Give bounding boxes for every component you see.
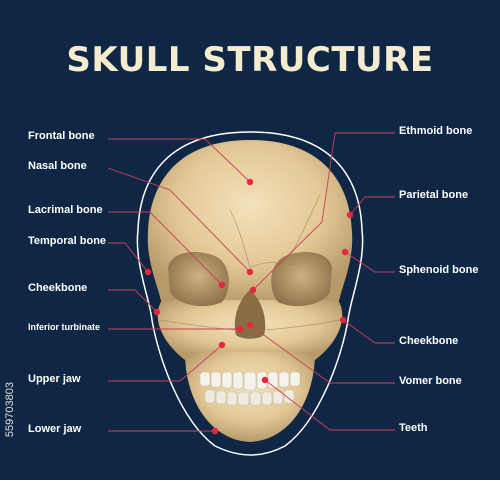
leader-teeth bbox=[264, 379, 395, 431]
leader-nasal bbox=[107, 167, 251, 273]
teeth-lower bbox=[204, 389, 295, 406]
leader-frontal bbox=[108, 138, 251, 183]
bottom-bar bbox=[0, 480, 500, 500]
marker-nasal bbox=[246, 268, 254, 276]
marker-frontal bbox=[246, 178, 254, 186]
label-inferior-turbinate: Inferior turbinate bbox=[28, 322, 101, 332]
watermark-id: 559703803 bbox=[4, 382, 16, 438]
marker-temporal bbox=[144, 268, 152, 276]
marker-cheekbone-right bbox=[339, 316, 347, 324]
marker-cheekbone-left bbox=[153, 308, 161, 316]
leader-temporal bbox=[108, 242, 149, 273]
marker-teeth bbox=[261, 376, 269, 384]
marker-ethmoid bbox=[249, 286, 257, 294]
leader-upper-jaw bbox=[108, 344, 223, 382]
teeth-upper bbox=[199, 371, 301, 391]
label-nasal-bone: Nasal bone bbox=[28, 160, 87, 172]
leader-cheekbone-right bbox=[342, 319, 395, 344]
label-cheekbone-left: Cheekbone bbox=[28, 282, 88, 294]
label-teeth: Teeth bbox=[399, 422, 428, 434]
label-temporal-bone: Temporal bone bbox=[28, 235, 107, 247]
label-sphenoid-bone: Sphenoid bone bbox=[399, 264, 479, 276]
leader-lacrimal bbox=[108, 211, 223, 286]
marker-lower-jaw bbox=[211, 427, 219, 435]
label-upper-jaw: Upper jaw bbox=[28, 373, 81, 385]
label-ethmoid-bone: Ethmoid bone bbox=[399, 125, 473, 137]
leader-parietal bbox=[349, 196, 395, 216]
label-cheekbone-right: Cheekbone bbox=[399, 335, 459, 347]
marker-upper-jaw bbox=[218, 341, 226, 349]
leader-cheekbone-left bbox=[108, 289, 158, 313]
marker-inferior-turbinate bbox=[236, 325, 244, 333]
leader-lines bbox=[107, 132, 395, 432]
label-lower-jaw: Lower jaw bbox=[28, 423, 82, 435]
label-frontal-bone: Frontal bone bbox=[28, 130, 95, 142]
eye-socket-left bbox=[168, 252, 229, 307]
leader-vomer bbox=[249, 324, 395, 384]
leader-ethmoid bbox=[252, 132, 395, 291]
marker-lacrimal bbox=[218, 281, 226, 289]
label-lacrimal-bone: Lacrimal bone bbox=[28, 204, 103, 216]
nasal-cavity bbox=[234, 290, 266, 339]
marker-parietal bbox=[346, 211, 354, 219]
marker-sphenoid bbox=[341, 248, 349, 256]
marker-vomer bbox=[246, 321, 254, 329]
eye-socket-right bbox=[271, 252, 332, 307]
page-title: SKULL STRUCTURE bbox=[66, 40, 434, 80]
label-vomer-bone: Vomer bone bbox=[399, 375, 462, 387]
label-parietal-bone: Parietal bone bbox=[399, 189, 469, 201]
skull-outline bbox=[136, 131, 364, 456]
leader-sphenoid bbox=[344, 251, 395, 273]
markers bbox=[144, 178, 354, 435]
